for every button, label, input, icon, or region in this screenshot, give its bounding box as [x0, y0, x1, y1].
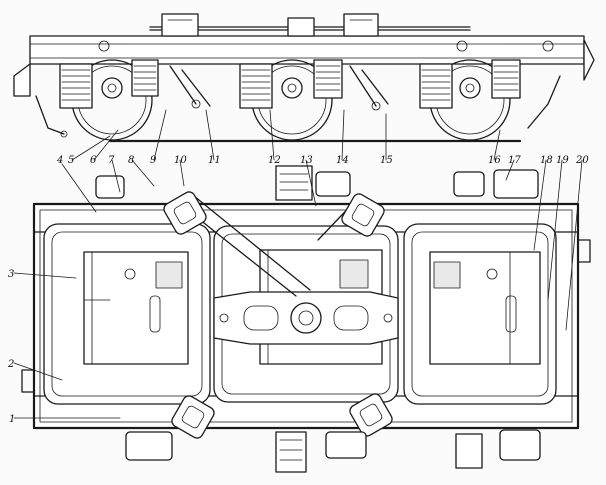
callout-label-12: 12 [268, 155, 281, 166]
brake-linkage-side [35, 65, 561, 138]
traction-motor-left [83, 251, 189, 365]
callout-label-4: 4 [56, 155, 63, 166]
spring-sets [59, 59, 521, 109]
callout-label-15: 15 [380, 155, 393, 166]
callout-label-20: 20 [575, 155, 589, 166]
callout-label-19: 19 [556, 155, 569, 166]
top-mount-center [287, 17, 315, 37]
brake-cylinders [95, 165, 541, 473]
side-frame-beam [29, 35, 585, 65]
callout-label-5: 5 [68, 155, 74, 166]
callout-label-13: 13 [300, 155, 313, 166]
traction-motor-right [429, 251, 541, 365]
callout-label-2: 2 [7, 359, 14, 370]
callout-label-7: 7 [108, 155, 115, 166]
callout-label-6: 6 [90, 155, 97, 166]
callout-labels: 1 2 3 4 5 6 7 8 9 10 11 12 13 14 15 16 1… [7, 155, 589, 425]
callout-label-9: 9 [150, 155, 157, 166]
callout-label-10: 10 [174, 155, 187, 166]
callout-label-8: 8 [128, 155, 134, 166]
axlebox-housings [163, 191, 393, 439]
right-end-bracket [583, 39, 595, 81]
top-mount-left [161, 13, 199, 37]
side-elevation-view [13, 13, 595, 143]
end-fitting-right [577, 239, 591, 263]
callout-label-3: 3 [8, 269, 14, 280]
leader-lines [13, 109, 583, 419]
callout-label-11: 11 [208, 155, 221, 166]
end-fitting-left [21, 369, 35, 393]
callout-label-18: 18 [540, 155, 553, 166]
callout-label-17: 17 [508, 155, 521, 166]
center-pivot-assembly [213, 291, 399, 345]
top-mount-right [343, 13, 379, 37]
left-end-bracket [13, 63, 31, 97]
callout-label-1: 1 [9, 414, 15, 425]
callout-label-16: 16 [488, 155, 501, 166]
callout-label-14: 14 [336, 155, 349, 166]
plan-view [21, 165, 591, 473]
